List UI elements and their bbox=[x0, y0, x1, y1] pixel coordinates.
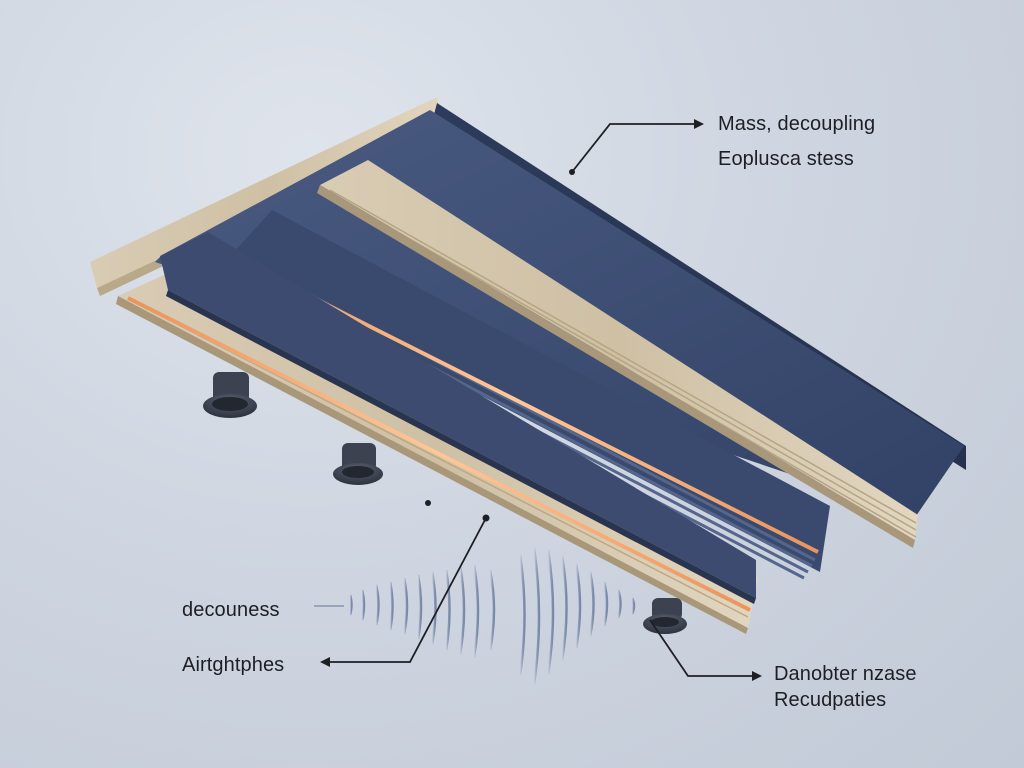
arrowheads bbox=[320, 119, 762, 681]
label-right-line2: Recudpaties bbox=[774, 689, 887, 711]
leader-left bbox=[326, 517, 487, 663]
isolation-mount-2 bbox=[333, 443, 383, 485]
label-airtightness: Airtghtphes bbox=[182, 654, 285, 676]
label-decouness: decouness bbox=[182, 599, 280, 621]
copper-seal-strip-lower bbox=[127, 296, 751, 612]
sound-wave bbox=[348, 547, 636, 685]
isolation-mount-3 bbox=[643, 598, 687, 634]
label-top-subtext: Eoplusca stess bbox=[718, 148, 854, 170]
wood-layer-stack bbox=[317, 160, 918, 548]
label-mass-decoupling: Mass, decoupling bbox=[718, 113, 876, 135]
front-navy-block bbox=[160, 232, 756, 604]
isolation-mount-1 bbox=[203, 372, 257, 418]
label-right-line1: Danobter nzase bbox=[774, 663, 917, 685]
leader-lines bbox=[314, 123, 756, 677]
leader-top bbox=[571, 123, 698, 173]
leader-right bbox=[649, 619, 756, 677]
